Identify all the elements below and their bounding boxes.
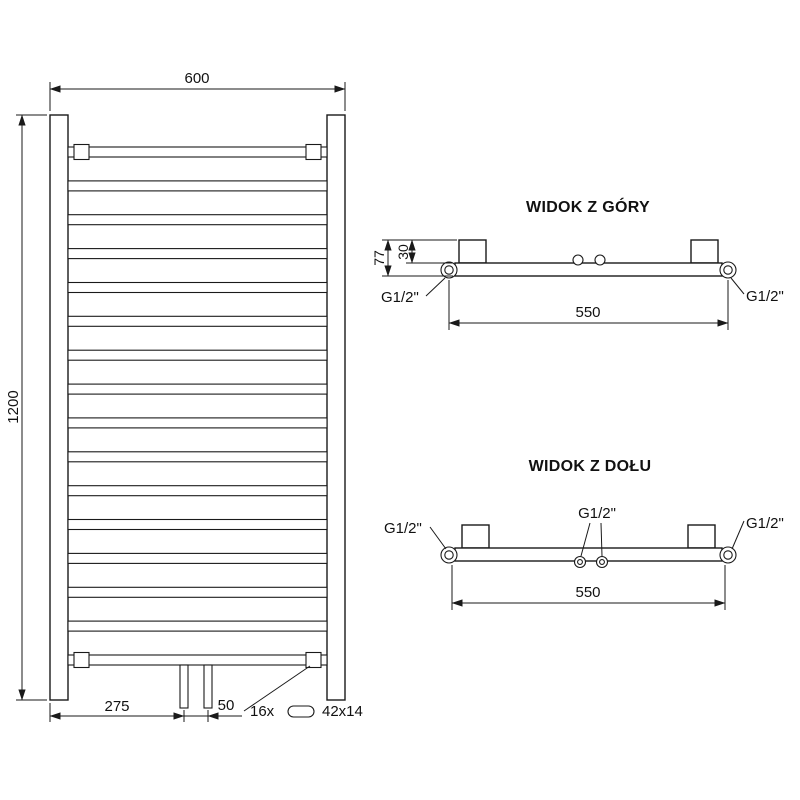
bottom-connection-stub-left [179, 664, 189, 709]
thread-label-right: G1/2" [746, 288, 784, 305]
radiator-tube [67, 552, 328, 564]
side-connection-left-bore [444, 550, 454, 560]
leader-line [731, 520, 745, 550]
tube-rungs [67, 143, 328, 669]
dim-center-spacing: 50 [218, 697, 235, 714]
radiator-tube [67, 248, 328, 260]
top-view: WIDOK Z GÓRY 77 30 G1/2" G1/2" 550 [371, 197, 784, 330]
radiator-tube [67, 451, 328, 463]
tube-profile-label: 42x14 [322, 703, 363, 720]
dim-depth: 77 [371, 250, 387, 266]
thread-label-left: G1/2" [384, 520, 422, 537]
radiator-tube [67, 281, 328, 294]
side-connection-right-bore [723, 550, 733, 560]
radiator-tube [67, 315, 328, 327]
left-collector [49, 114, 69, 701]
dim-connection-spacing: 550 [575, 304, 600, 321]
bottom-view-title: WIDOK Z DOŁU [529, 458, 652, 475]
leader-line [730, 277, 745, 295]
radiator-tube [67, 654, 328, 666]
bottom-connection-stub-right [203, 664, 213, 709]
radiator-tube [67, 146, 328, 158]
radiator-tube [67, 383, 328, 395]
thread-label-right: G1/2" [746, 515, 784, 532]
wall-bracket-right [690, 239, 719, 264]
wall-bracket-right [687, 524, 716, 549]
side-connection-left-bore [444, 265, 454, 275]
center-connection [572, 254, 584, 266]
tube-end-fitting [305, 143, 322, 161]
dim-connection-spacing: 550 [575, 584, 600, 601]
tube-profile-icon [287, 705, 315, 718]
leader-line [243, 665, 311, 712]
wall-bracket-left [461, 524, 490, 549]
thread-label-center: G1/2" [578, 505, 616, 522]
radiator-tube [67, 417, 328, 429]
radiator-tube [67, 485, 328, 497]
front-view-dimensions: 600 1200 275 50 16x 42x14 [5, 70, 363, 722]
center-connection [594, 254, 606, 266]
radiator-tube [67, 180, 328, 192]
front-view [49, 114, 346, 709]
center-connection-left-bore [577, 559, 583, 565]
wall-bracket-left [458, 239, 487, 264]
leader-line [425, 277, 446, 297]
leader-line [580, 522, 591, 557]
radiator-tube [67, 518, 328, 531]
tube-end-fitting [73, 143, 90, 161]
dim-width: 600 [184, 70, 209, 87]
dim-height: 1200 [5, 390, 22, 423]
center-connection-right-bore [599, 559, 605, 565]
right-collector [326, 114, 346, 701]
radiator-tube [67, 620, 328, 632]
tube-end-fitting [305, 651, 322, 669]
tube-count-label: 16x [250, 703, 275, 720]
leader-line [600, 522, 603, 557]
dim-bracket-depth: 30 [395, 244, 411, 260]
tube-end-fitting [73, 651, 90, 669]
radiator-profile [454, 547, 723, 562]
top-view-title: WIDOK Z GÓRY [526, 197, 650, 216]
radiator-tube [67, 586, 328, 598]
side-connection-right-bore [723, 265, 733, 275]
dim-offset: 275 [104, 698, 129, 715]
radiator-profile [454, 262, 723, 277]
radiator-tube [67, 214, 328, 226]
thread-label-left: G1/2" [381, 289, 419, 306]
leader-line [429, 526, 447, 550]
bottom-view: WIDOK Z DOŁU G1/2" G1/2" G1/2" 550 [384, 458, 784, 610]
radiator-tube [67, 349, 328, 361]
